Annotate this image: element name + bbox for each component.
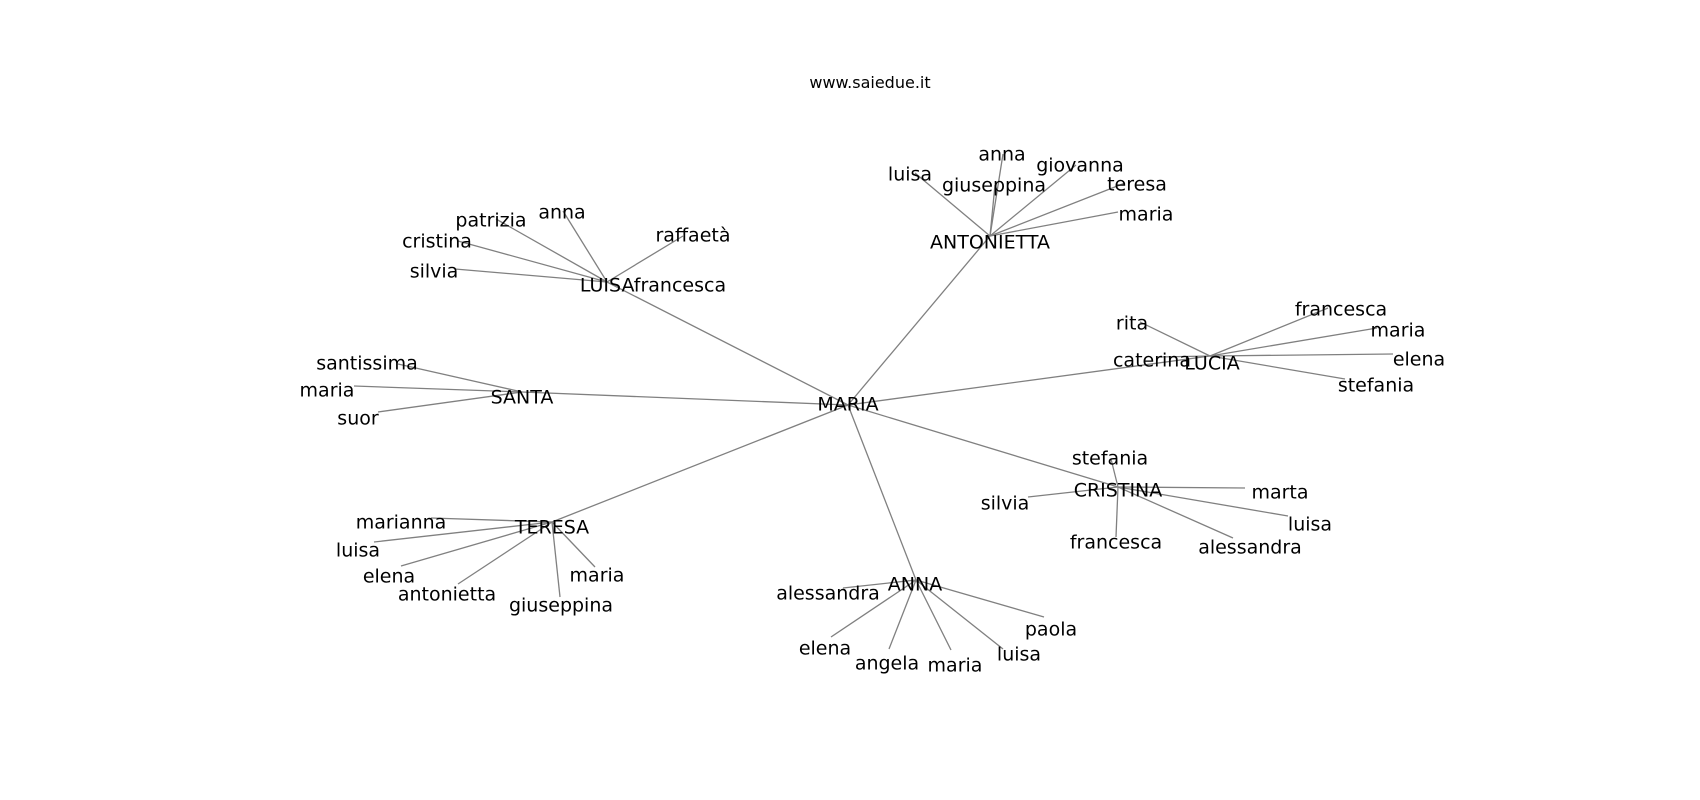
edge-anna-elena [830,579,917,638]
node-teresa-elena: elena [363,566,415,588]
edge-root-cristina [847,404,1119,488]
edge-cristina-stefania [1110,458,1119,488]
node-lucia-caterina: caterina [1113,350,1191,372]
node-teresa-marianna: marianna [356,512,447,534]
edge-santa-santissima [397,363,523,393]
node-anna-angela: angela [855,653,919,675]
edge-cristina-francesca [1115,486,1119,538]
node-lucia-francesca: francesca [1295,299,1387,321]
edge-anna-angela [888,579,917,650]
edge-luisafrancesca-silvia [454,268,608,283]
node-lucia-elena: elena [1393,349,1445,371]
edge-lucia-stefania [1209,355,1346,380]
node-anna-elena: elena [799,638,851,660]
edge-antonietta-giovanna [989,164,1077,237]
edge-santa-suor [377,391,523,413]
edge-lucia-francesca [1209,307,1329,357]
node-cristina-francesca: francesca [1070,532,1162,554]
node-teresa-giuseppina: giuseppina [509,595,613,617]
node-hub-cristina: CRISTINA [1074,480,1163,502]
edge-lucia-caterina [1157,355,1211,358]
node-anna-alessandra: alessandra [776,583,880,605]
edge-luisafrancesca-cristina [457,240,608,283]
site-title: www.saiedue.it [809,73,930,92]
edge-cristina-marta [1117,486,1246,489]
node-anna-maria: maria [928,655,983,677]
node-hub-teresa: TERESA [514,517,589,539]
node-teresa-luisa: luisa [336,540,380,562]
node-santa-suor: suor [337,408,379,430]
graph-nodes: MARIAluisaannagiuseppinagiovannateresama… [300,144,1446,677]
node-cristina-luisa: luisa [1288,514,1332,536]
edge-lucia-elena [1209,353,1394,357]
edge-teresa-elena [400,521,553,567]
edge-luisafrancesca-anna [562,210,608,283]
edge-antonietta-teresa [989,182,1126,237]
graph-edges [353,153,1394,651]
edge-cristina-silvia [1027,486,1119,498]
edge-teresa-marianna [430,517,553,523]
edge-root-santa [521,391,849,406]
edge-cristina-luisa [1117,486,1289,517]
edge-luisafrancesca-patrizia [495,218,608,283]
node-teresa-antonietta: antonietta [398,584,496,606]
edge-teresa-maria [551,521,596,568]
node-hub-anna: ANNA [888,574,942,596]
edge-teresa-luisa [373,521,553,543]
node-luisafrancesca-patrizia: patrizia [455,210,526,232]
edge-anna-paola [915,579,1045,618]
node-root: MARIA [817,394,878,416]
node-hub-antonietta: ANTONIETTA [930,232,1050,254]
edge-antonietta-maria [989,211,1119,237]
node-santa-santissima: santissima [316,353,418,375]
node-hub-lucia: LUCIA [1184,353,1239,375]
edge-cristina-alessandra [1117,486,1234,539]
node-luisafrancesca-silvia: silvia [410,261,459,283]
edge-root-luisafrancesca [606,281,849,406]
edge-root-antonietta [847,235,991,406]
edge-antonietta-giuseppina [989,184,996,237]
edge-root-teresa [551,404,849,523]
edge-root-anna [847,404,917,581]
node-anna-paola: paola [1025,619,1077,641]
edge-teresa-giuseppina [551,521,561,598]
node-antonietta-giuseppina: giuseppina [942,175,1046,197]
edge-anna-maria [915,579,952,651]
node-cristina-stefania: stefania [1072,448,1148,470]
node-luisafrancesca-cristina: cristina [402,231,472,253]
edge-santa-maria [353,385,523,393]
edge-antonietta-luisa [914,172,991,237]
node-cristina-marta: marta [1251,482,1308,504]
node-anna-luisa: luisa [997,644,1041,666]
node-antonietta-giovanna: giovanna [1036,155,1124,177]
edge-lucia-maria [1209,327,1378,357]
node-hub-luisafrancesca: LUISAfrancesca [580,275,726,297]
node-lucia-stefania: stefania [1338,375,1414,397]
node-lucia-maria: maria [1371,320,1426,342]
node-antonietta-maria: maria [1119,204,1174,226]
edge-root-lucia [847,355,1211,406]
node-hub-santa: SANTA [491,387,554,409]
node-luisafrancesca-anna: anna [538,202,585,224]
node-antonietta-anna: anna [978,144,1025,166]
edge-anna-alessandra [842,579,917,589]
node-santa-maria: maria [300,380,355,402]
edge-teresa-antonietta [457,521,553,585]
edge-antonietta-anna [989,153,1004,237]
node-cristina-silvia: silvia [981,493,1030,515]
node-lucia-rita: rita [1116,313,1148,335]
edge-luisafrancesca-raffaet [606,235,684,283]
edge-lucia-rita [1139,321,1211,357]
node-cristina-alessandra: alessandra [1198,537,1302,559]
node-luisafrancesca-raffaet: raffaetà [656,225,731,247]
node-antonietta-luisa: luisa [888,164,932,186]
node-teresa-maria: maria [570,565,625,587]
node-antonietta-teresa: teresa [1107,174,1167,196]
edge-anna-luisa [915,579,1004,650]
